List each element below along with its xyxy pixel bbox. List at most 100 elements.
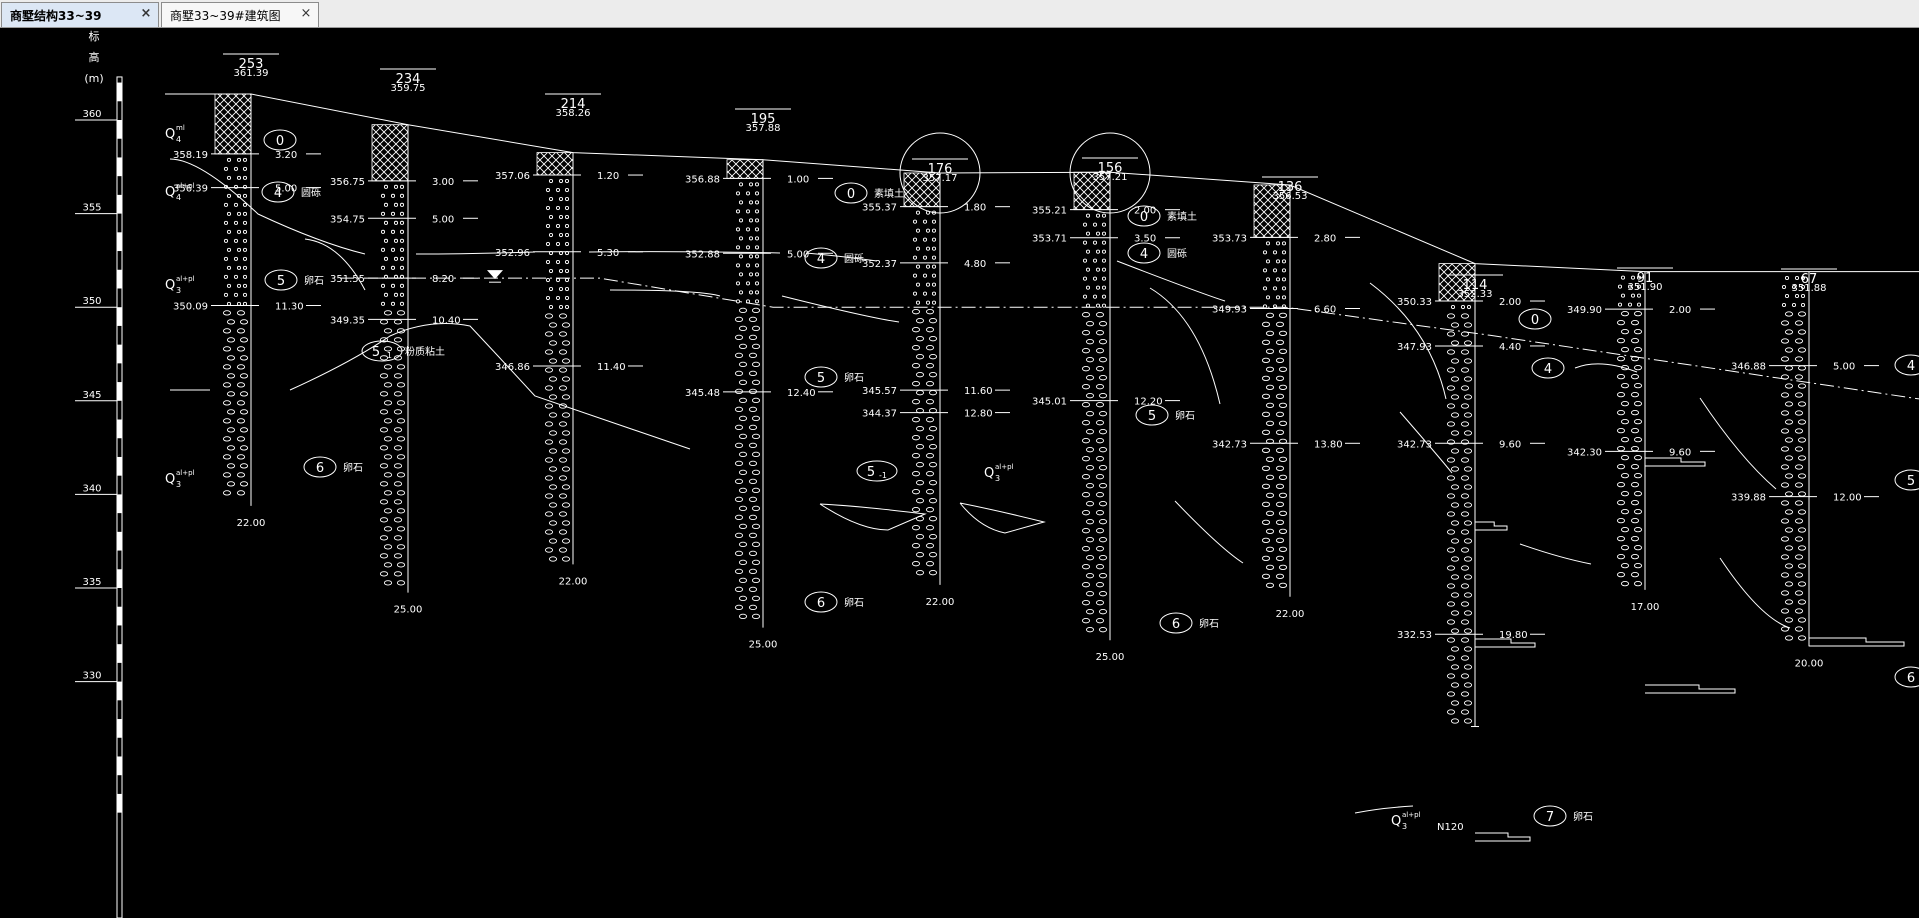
pebble-symbol [226, 463, 236, 469]
geo-code-main: Q [1391, 814, 1401, 829]
tab-structure-drawing[interactable]: 商墅结构33~39 × [1, 2, 159, 27]
gravel-symbol [545, 205, 551, 211]
pebble-symbol [1463, 628, 1473, 634]
pebble-symbol [1085, 537, 1095, 543]
pebble-symbol [226, 355, 236, 361]
pebble-symbol [544, 403, 554, 409]
pebble-symbol [1620, 310, 1630, 317]
layer-tag-number: 7 [1546, 810, 1554, 825]
layer-tag-number: 6 [817, 596, 825, 611]
geo-code-main: Q [165, 127, 175, 142]
borehole-number: 195 [751, 112, 776, 127]
pebble-symbol [751, 523, 761, 530]
pebble-symbol [1616, 427, 1626, 434]
spt-spike [1645, 684, 1736, 694]
layer-tag-subscript: -1 [384, 351, 392, 360]
pebble-symbol [1278, 312, 1288, 319]
gravel-symbol [558, 232, 564, 238]
pebble-symbol [548, 430, 558, 436]
gravel-symbol [1101, 231, 1107, 236]
pebble-symbol [1620, 346, 1630, 353]
pebble-symbol [928, 336, 938, 342]
pebble-symbol [751, 379, 761, 386]
layer-tag-ellipse [804, 366, 838, 388]
gravel-symbol [1272, 286, 1278, 291]
axis-title-char: 标 [89, 29, 100, 43]
pebble-symbol [561, 502, 571, 508]
pebble-symbol [1620, 400, 1630, 407]
pebble-symbol [911, 309, 921, 315]
layer-tag-ellipse [1159, 612, 1193, 634]
pebble-symbol [734, 370, 744, 377]
pebble-symbol [1463, 538, 1473, 544]
pebble-symbol [1797, 329, 1807, 335]
pebble-symbol [751, 469, 761, 476]
pebble-symbol [1446, 313, 1456, 319]
pebble-symbol [548, 376, 558, 382]
gravel-symbol [735, 281, 741, 286]
pebble-symbol [1630, 319, 1640, 326]
pebble-symbol [734, 514, 744, 521]
close-icon[interactable]: × [300, 6, 312, 21]
layer-elevation: 349.93 [1212, 305, 1247, 316]
pebble-symbol [1460, 493, 1470, 499]
gravel-symbol [223, 292, 229, 297]
pebble-symbol [1085, 465, 1095, 471]
pebble-symbol [236, 364, 246, 370]
gravel-symbol [383, 184, 389, 189]
pebble-symbol [1081, 348, 1091, 354]
pebble-symbol [1780, 608, 1790, 614]
pebble-symbol [1616, 373, 1626, 380]
pebble-symbol [1081, 618, 1091, 624]
pebble-symbol [1616, 355, 1626, 362]
gravel-symbol [223, 220, 229, 225]
pebble-symbol [1463, 556, 1473, 562]
borehole-114: 114352.33350.332.00347.934.40342.739.603… [1397, 263, 1545, 728]
pebble-symbol [911, 435, 921, 441]
pebble-symbol [1085, 483, 1095, 489]
pebble-symbol [1098, 627, 1108, 633]
stratum-boundary-curve [1149, 282, 1638, 405]
layer-tag-number: 4 [1140, 247, 1148, 262]
spt-spike [1645, 457, 1706, 467]
pebble-symbol [1081, 438, 1091, 444]
pebble-symbol [928, 570, 938, 576]
gravel-symbol [748, 218, 754, 223]
gravel-symbol [380, 193, 386, 198]
layer-elevation: 342.30 [1567, 447, 1602, 458]
pebble-symbol [548, 466, 558, 472]
pebble-symbol [544, 511, 554, 517]
layer-tag-number: 5 [372, 345, 380, 360]
axis-tick-label: 335 [82, 577, 101, 588]
pebble-symbol [928, 318, 938, 324]
fill-hatch [536, 152, 574, 176]
gravel-symbol [390, 283, 396, 288]
axis-scale-segment [117, 531, 122, 551]
gravel-symbol [931, 300, 937, 305]
borehole-bottom-depth: 22.00 [559, 576, 588, 587]
pebble-symbol [748, 460, 758, 467]
pebble-symbol [748, 514, 758, 521]
tab-architecture-drawing[interactable]: 商墅33~39#建筑图 × [161, 2, 319, 27]
pebble-symbol [1794, 410, 1804, 416]
pebble-symbol [1095, 348, 1105, 354]
axis-tick-label: 355 [82, 203, 101, 214]
pebble-symbol [544, 313, 554, 319]
pebble-symbol [1780, 374, 1790, 380]
gravel-symbol [735, 191, 741, 196]
pebble-symbol [1633, 418, 1643, 425]
borehole-ground-elev: 359.75 [391, 83, 426, 94]
pebble-symbol [1265, 546, 1275, 553]
gravel-symbol [748, 182, 754, 187]
pebble-symbol [1797, 635, 1807, 641]
gravel-symbol [242, 247, 248, 252]
pebble-symbol [396, 346, 406, 352]
gravel-symbol [564, 259, 570, 265]
pebble-symbol [544, 529, 554, 535]
layer-depth: 5.30 [597, 248, 619, 259]
groundwater-line [340, 277, 1919, 400]
pebble-symbol [1616, 319, 1626, 326]
close-icon[interactable]: × [140, 6, 152, 21]
gravel-symbol [931, 210, 937, 215]
